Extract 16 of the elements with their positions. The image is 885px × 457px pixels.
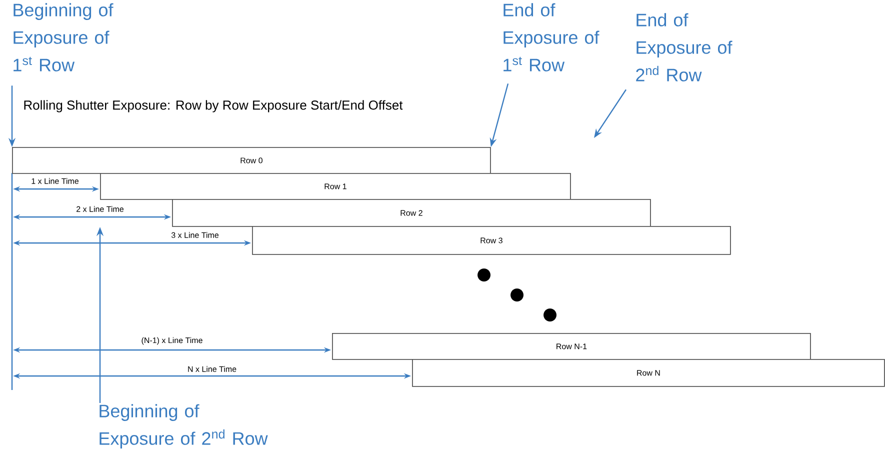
annotation-text: Beginning of Exposure of 2$^{nd}$ Row <box>100 404 268 448</box>
dimension-label: 3 x Line Time <box>170 231 220 239</box>
row-bar: Row 2 <box>172 199 651 227</box>
annotation-text: End of Exposure of 2$^{nd}$ Row <box>636 13 732 82</box>
row-bar: Row N <box>412 358 885 387</box>
dimension-label: 1 x Line Time <box>30 177 80 185</box>
row-bar: Row 0 <box>12 146 491 174</box>
annotation-text: Beginning of Exposure of 1$^{st}$ Row <box>14 3 114 72</box>
annotation-text: End of Exposure of 1$^{st}$ Row <box>504 3 600 72</box>
row-bar: Row 3 <box>252 226 731 255</box>
dimension-label: 2 x Line Time <box>75 205 125 213</box>
dimension-label: (N-1) x Line Time <box>140 336 204 346</box>
title-text: Rolling Shutter Exposure: Row by Row Exposure Start/End Offset <box>22 99 404 114</box>
row-bar: Row 1 <box>100 173 571 200</box>
dimension-label: N x Line Time <box>186 365 238 373</box>
row-bar: Row N-1 <box>332 332 811 360</box>
